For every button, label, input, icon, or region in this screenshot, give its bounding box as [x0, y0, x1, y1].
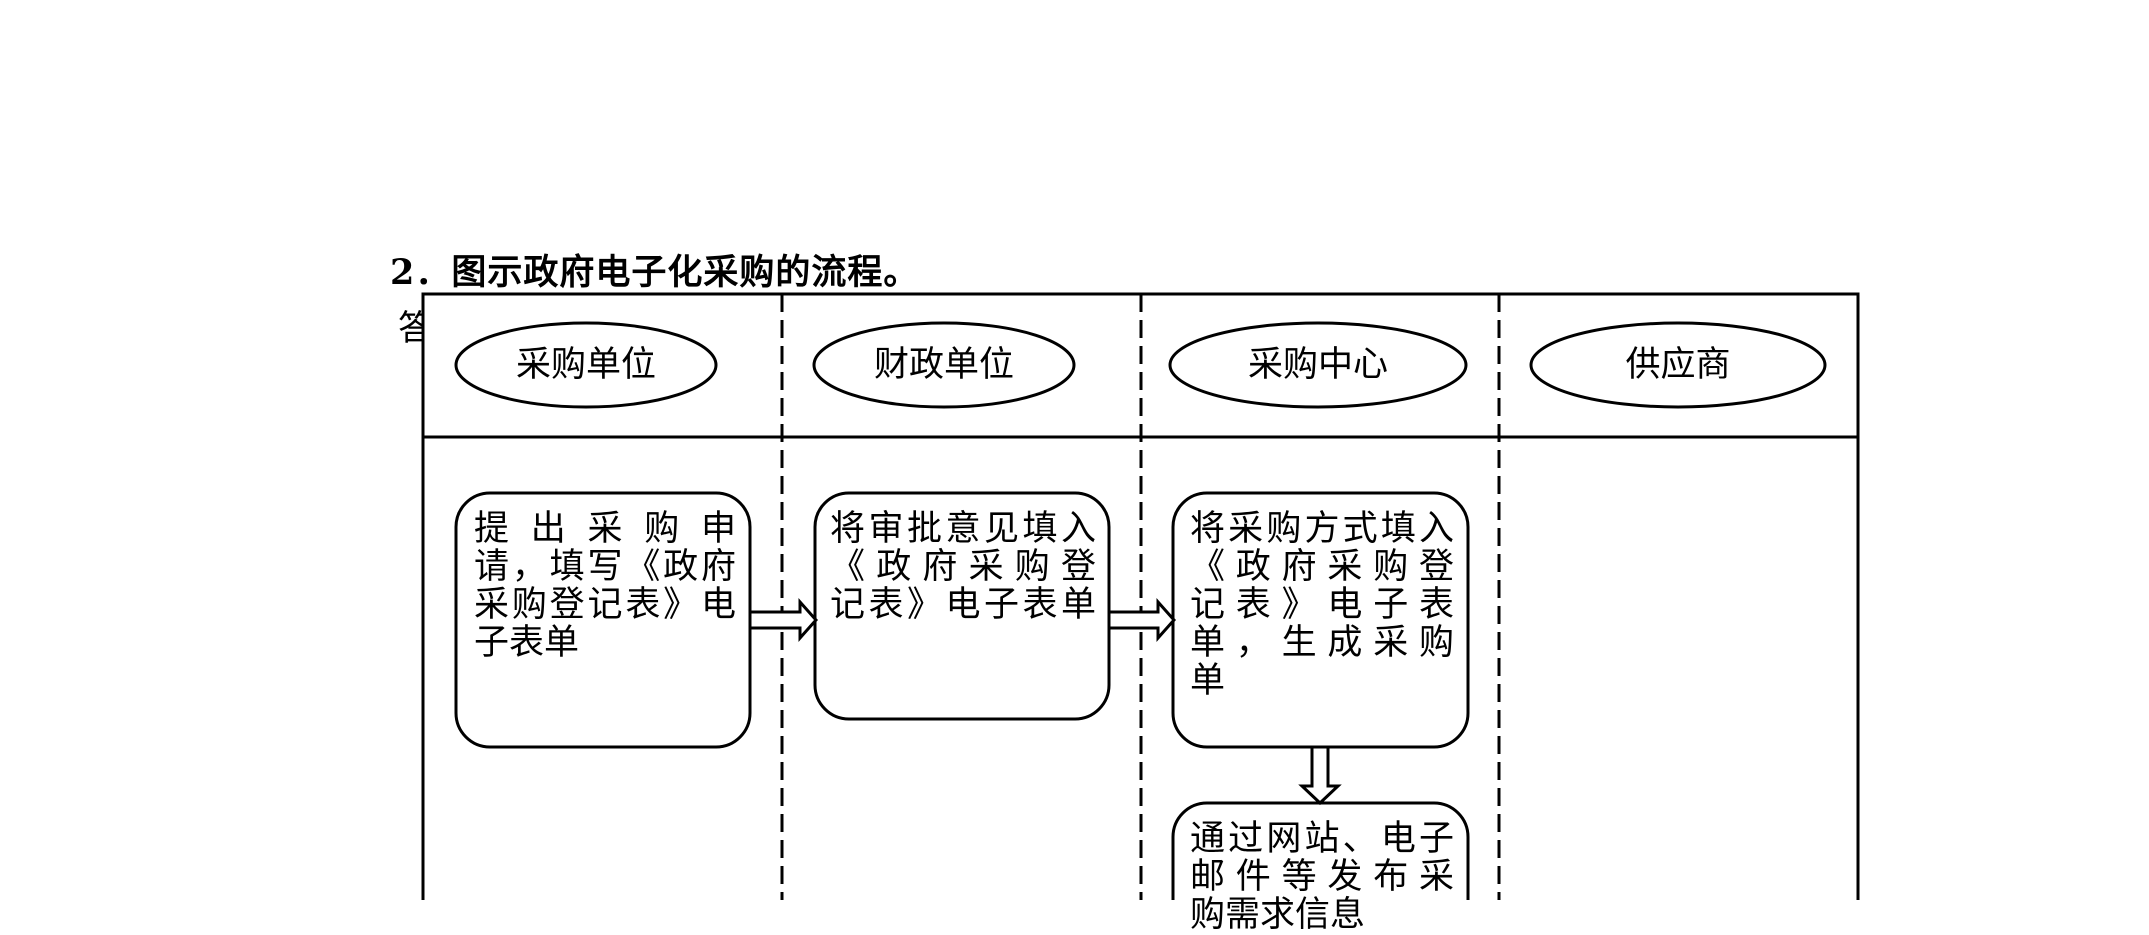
box4-line-2: 邮件等发布采 — [1190, 857, 1454, 897]
question-title: 2．图示政府电子化采购的流程。 — [390, 252, 920, 293]
box2-line-1: 将审批意见填入 — [830, 509, 1096, 549]
box3-line-3: 记表》电子表 — [1190, 585, 1454, 625]
lane-ellipse-4 — [1529, 321, 1827, 409]
box1-line-1: 提 出 采 购 申 — [474, 509, 736, 549]
process-box-2 — [813, 491, 1111, 721]
box3-line-2: 《政府采购登 — [1190, 547, 1454, 587]
box2-line-2: 《政府采购登 — [830, 547, 1096, 587]
lane-ellipse-1 — [454, 321, 718, 409]
box2-line-3: 记表》电子表单 — [830, 585, 1096, 625]
box3-line-5: 单 — [1190, 661, 1226, 701]
arrow-right-1 — [748, 598, 819, 642]
process-box-3-text: 将采购方式填入 《政府采购登 记表》电子表 单，生成采购 单 — [1190, 510, 1454, 700]
process-box-4-text: 通过网站、电子 邮件等发布采 购需求信息 — [1190, 820, 1454, 934]
process-box-1-text: 提 出 采 购 申 请，填写《政府 采购登记表》电 子表单 — [474, 510, 736, 662]
box4-line-1: 通过网站、电子 — [1190, 819, 1454, 859]
swimlane-diagram — [421, 292, 1860, 900]
box1-line-3: 采购登记表》电 — [474, 585, 736, 625]
lane-ellipse-2 — [812, 321, 1076, 409]
lane-ellipse-3 — [1168, 321, 1468, 409]
lane-label-procurement-center: 采购中心 — [1247, 345, 1388, 385]
box3-line-1: 将采购方式填入 — [1190, 509, 1454, 549]
box1-line-2: 请，填写《政府 — [474, 547, 736, 587]
arrow-down-1 — [1298, 745, 1342, 806]
box4-line-3: 购需求信息 — [1190, 895, 1366, 935]
lane-label-supplier: 供应商 — [1625, 345, 1731, 385]
lane-label-purchasing-unit: 采购单位 — [515, 345, 656, 385]
process-box-2-text: 将审批意见填入 《政府采购登 记表》电子表单 — [830, 510, 1096, 624]
box1-line-4: 子表单 — [474, 623, 580, 663]
box3-line-4: 单，生成采购 — [1190, 623, 1454, 663]
arrow-right-2 — [1107, 598, 1177, 642]
lane-label-finance-unit: 财政单位 — [873, 345, 1014, 385]
